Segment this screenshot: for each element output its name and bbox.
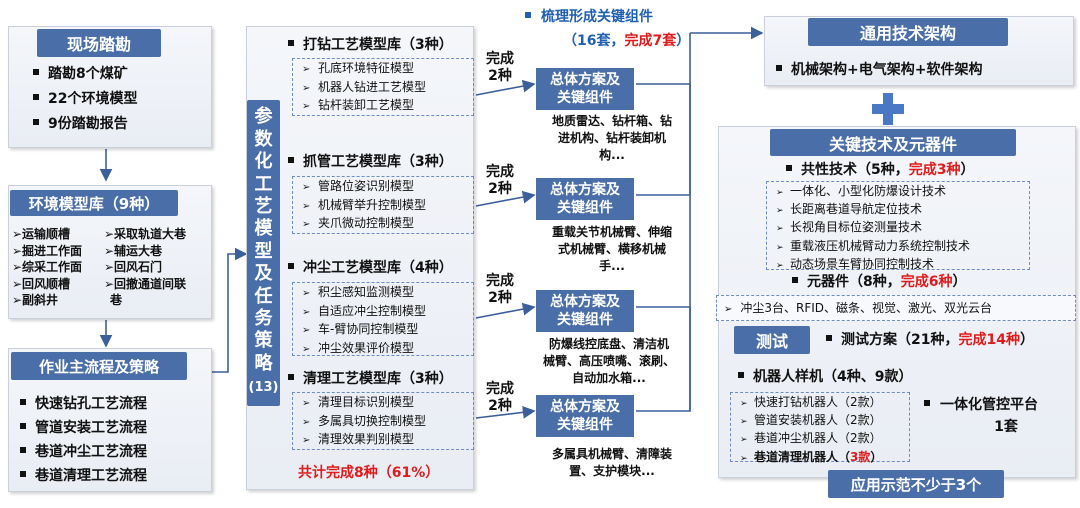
library-title-dust: 冲尘工艺模型库（4种）: [288, 258, 453, 279]
testing-title: 测试: [734, 326, 810, 354]
library-title-drilling: 打钻工艺模型库（3种）: [288, 35, 453, 56]
model-item: ➢机器人钻进工艺模型: [302, 79, 427, 94]
process-item: 管道安装工艺流程: [20, 418, 147, 439]
tech-item: ➢重载液压机械臂动力系统控制技术: [776, 238, 971, 253]
library-models-dust: [292, 282, 474, 356]
process-item: 巷道清理工艺流程: [20, 466, 147, 487]
model-item: ➢多属具切换控制模型: [302, 413, 427, 428]
common-tech-heading: 共性技术（5种，完成3种）: [786, 160, 975, 181]
survey-item: 踏勘8个煤矿: [33, 64, 128, 85]
key-tech-title: 关键技术及元器件: [770, 129, 1016, 156]
demo-banner: 应用示范不少于3个: [828, 470, 1004, 498]
library-models-drilling: [292, 58, 474, 116]
prototype-item: ➢管道安装机器人（2款）: [740, 413, 882, 428]
field-survey-title: 现场踏勘: [37, 29, 161, 57]
solution-components: 地质雷达、钻杆箱、钻进机构、钻杆装卸机构...: [551, 114, 672, 162]
main-process-title: 作业主流程及策略: [11, 352, 187, 380]
library-title-cleaning: 清理工艺模型库（3种）: [288, 369, 453, 390]
sorting-count: （16套，完成7套）: [563, 33, 691, 49]
plus-icon: [872, 93, 904, 125]
common-tech-list: [766, 181, 1030, 270]
library-models-pipe: [292, 176, 474, 234]
prototype-heading: 机器人样机（4种、9款）: [738, 367, 912, 388]
tech-item: ➢一体化、小型化防爆设计技术: [776, 184, 947, 198]
process-item: 快速钻孔工艺流程: [20, 394, 147, 415]
parts-list: [716, 295, 1076, 321]
solution-label: 总体方案及关键组件: [536, 395, 634, 437]
platform: 一体化管控平台 1套: [924, 394, 1074, 438]
solution-components: 重载关节机械臂、伸缩式机械臂、横移机械手...: [551, 225, 672, 273]
parts-heading: 元器件（8种，完成6种）: [792, 272, 967, 293]
model-item: ➢自适应冲尘控制模型: [302, 303, 427, 318]
model-item: ➢积尘感知监测模型: [302, 285, 415, 299]
model-item: ➢夹爪微动控制模型: [302, 216, 415, 230]
solution-components: 防爆线控底盘、清洁机械臂、高压喷嘴、滚刷、自动加水箱...: [542, 337, 675, 385]
total-complete: 共计完成8种（61%）: [298, 465, 440, 481]
env-left-list: ➢运输顺槽 ➢掘进工作面 ➢综采工作面 ➢回风顺槽 ➢副斜井: [12, 227, 83, 307]
parts-item: ➢冲尘3台、RFID、磁条、视觉、激光、双光云台: [724, 301, 993, 315]
solution-label: 总体方案及关键组件: [536, 178, 634, 220]
testing-plan: 测试方案（21种，完成14种）: [826, 330, 1034, 351]
prototype-item: ➢巷道冲尘机器人（2款）: [740, 431, 882, 446]
model-item: ➢孔底环境特征模型: [302, 61, 415, 75]
solution-components: 多属具机械臂、清障装置、支护模块...: [551, 447, 672, 478]
solution-label: 总体方案及关键组件: [536, 290, 634, 332]
model-item: ➢清理目标识别模型: [302, 395, 415, 409]
env-library-title: 环境模型库（9种）: [10, 190, 178, 216]
model-item: ➢机械臂举升控制模型: [302, 197, 427, 212]
model-item: ➢清理效果判别模型: [302, 432, 415, 446]
process-library-panel: [246, 26, 474, 490]
survey-item: 22个环境模型: [33, 89, 137, 110]
tech-item: ➢长距离巷道导航定位技术: [776, 202, 923, 217]
general-arch-item: 机械架构+电气架构+软件架构: [776, 60, 982, 81]
library-models-cleaning: [292, 392, 474, 450]
tech-item: ➢长视角目标位姿测量技术: [776, 220, 923, 235]
library-title-pipe: 抓管工艺模型库（3种）: [288, 152, 453, 173]
survey-item: 9份踏勘报告: [33, 114, 128, 135]
model-item: ➢钻杆装卸工艺模型: [302, 98, 415, 112]
model-item: ➢车-臂协同控制模型: [302, 322, 419, 336]
model-item: ➢冲尘效果评价模型: [302, 340, 415, 355]
vertical-strategy-label: 参数化工艺模型及任务策略 (13): [247, 100, 280, 406]
prototype-list: [730, 392, 910, 462]
process-item: 巷道冲尘工艺流程: [20, 442, 147, 463]
prototype-item: ➢巷道清理机器人（3款）: [740, 449, 883, 464]
solution-label: 总体方案及关键组件: [536, 68, 634, 110]
env-right-list: ➢采取轨道大巷 ➢辅运大巷 ➢回风石门 ➢回撤通道间联 巷: [104, 227, 187, 307]
tech-item: ➢动态场景车臂协同控制技术: [776, 256, 935, 271]
sorting-title: 梳理形成关键组件: [525, 6, 653, 26]
model-item: ➢管路位姿识别模型: [302, 179, 415, 193]
general-arch-title: 通用技术架构: [808, 18, 1008, 46]
prototype-item: ➢快速打钻机器人（2款）: [740, 395, 882, 409]
